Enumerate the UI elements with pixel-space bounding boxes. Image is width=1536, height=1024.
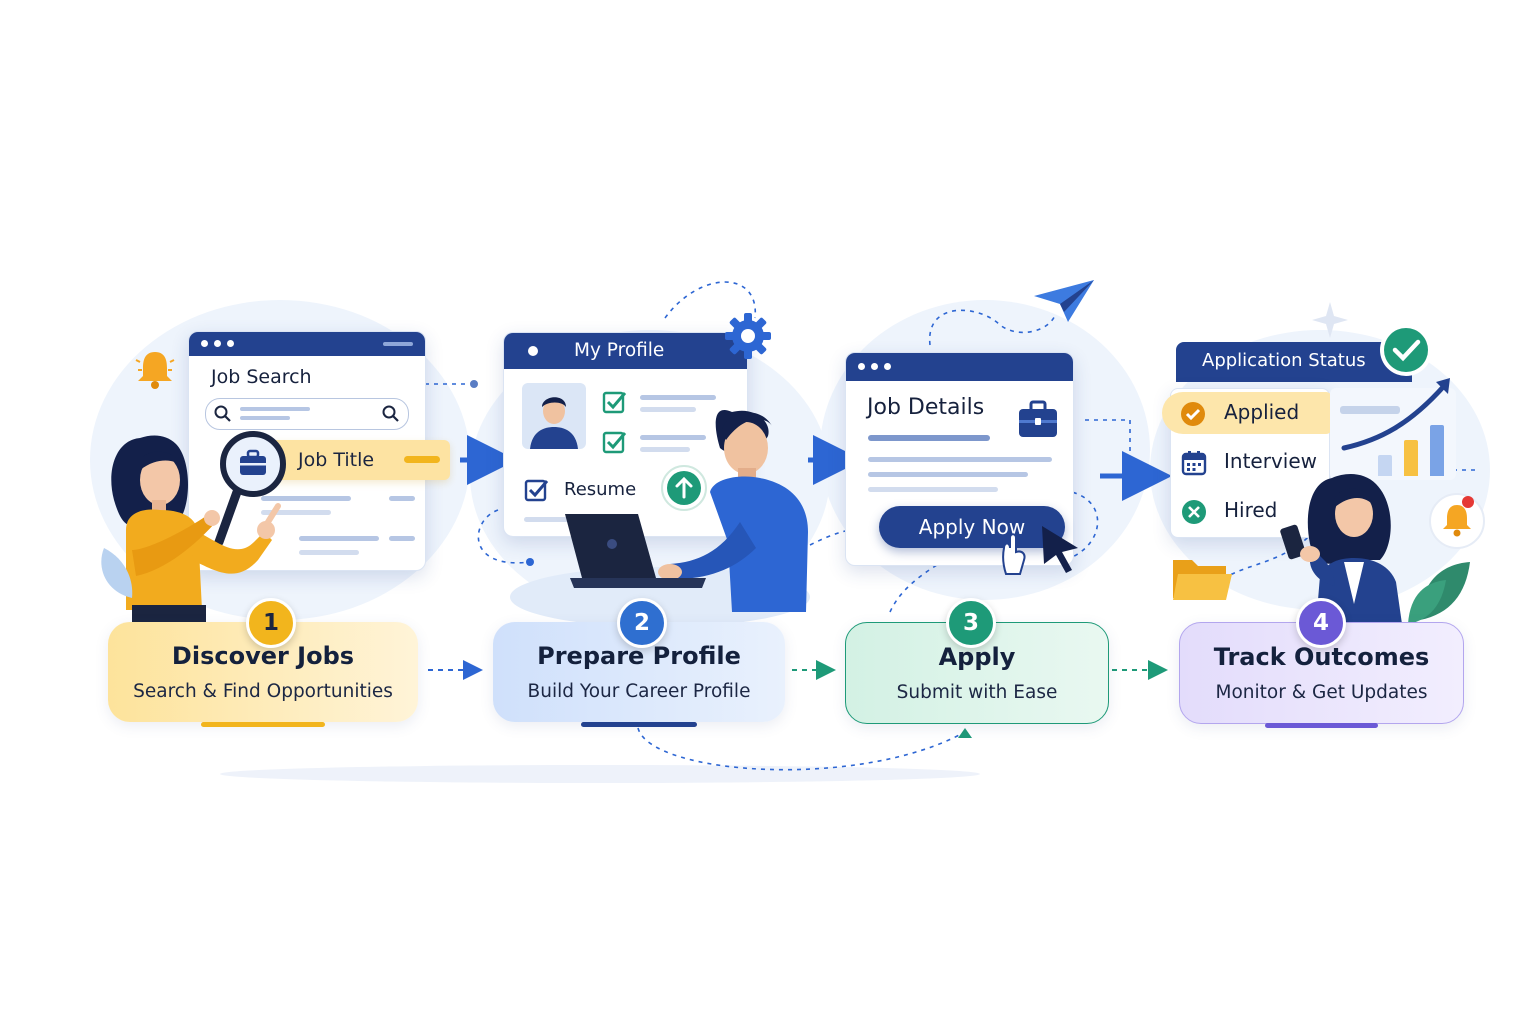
flow-arrows (428, 435, 1172, 680)
status-chart-bar (1404, 440, 1418, 476)
status-chart (1330, 388, 1456, 480)
avatar (522, 383, 586, 449)
step-subtitle: Submit with Ease (896, 682, 1058, 703)
step-badge-2: 2 (617, 598, 667, 648)
step-subtitle: Search & Find Opportunities (133, 681, 393, 702)
woman-searching-illustration (102, 435, 281, 625)
application-status-title: Application Status (1202, 350, 1366, 371)
upload-icon[interactable] (660, 464, 708, 512)
trend-arrow-icon (1341, 378, 1450, 451)
step-card-1: Discover Jobs Search & Find Opportunitie… (108, 622, 418, 727)
step-subtitle: Build Your Career Profile (527, 681, 751, 702)
notification-bell-icon (1429, 493, 1485, 549)
briefcase-icon (1019, 400, 1057, 437)
step-card-4: Track Outcomes Monitor & Get Updates (1179, 622, 1464, 728)
window-titlebar: My Profile (504, 333, 747, 369)
folder-icon (1173, 560, 1232, 600)
step-badge-4: 4 (1296, 598, 1346, 648)
magnifier-icon (214, 431, 286, 547)
status-item-interview[interactable]: Interview (1176, 442, 1326, 482)
check-circle-icon (1181, 402, 1205, 426)
status-chart-bar (1430, 425, 1444, 476)
job-search-input[interactable] (205, 398, 409, 430)
search-icon (214, 405, 231, 422)
man-with-laptop-illustration (510, 410, 810, 622)
resume-label: Resume (564, 479, 637, 500)
job-details-title: Job Details (867, 395, 985, 420)
checkbox-checked-icon (602, 391, 627, 414)
sparkle-icon (1312, 302, 1348, 338)
search-icon (382, 405, 399, 422)
bell-icon (135, 352, 175, 389)
status-item-hired[interactable]: Hired (1176, 490, 1326, 530)
woman-with-phone-illustration (1280, 474, 1470, 624)
connector-arrowhead (958, 728, 972, 738)
my-profile-title: My Profile (574, 340, 665, 361)
leaf-decoration (101, 548, 133, 598)
window-titlebar (846, 353, 1073, 381)
job-search-title: Job Search (211, 366, 312, 388)
step-badge-1: 1 (246, 598, 296, 648)
apply-now-button[interactable]: Apply Now (879, 506, 1065, 548)
status-label: Interview (1224, 449, 1317, 473)
paper-plane-icon (1034, 280, 1094, 322)
step-title: Apply (938, 643, 1016, 671)
status-chart-bar (1378, 455, 1392, 476)
gear-icon (725, 313, 771, 359)
my-profile-window: My Profile Resume (503, 332, 748, 537)
step-subtitle: Monitor & Get Updates (1215, 682, 1428, 703)
job-title-label: Job Title (298, 449, 375, 471)
cursor-icon (1002, 526, 1078, 575)
cross-circle-icon (1182, 500, 1206, 524)
calendar-icon (1181, 451, 1207, 476)
connector-dot (526, 558, 534, 566)
status-label: Hired (1224, 498, 1278, 522)
step-badge-3: 3 (946, 598, 996, 648)
status-item-applied[interactable]: Applied (1162, 392, 1332, 434)
job-title-result[interactable]: Job Title (262, 440, 450, 480)
checkbox-checked-icon (602, 431, 627, 454)
resume-checkbox-icon[interactable] (524, 477, 550, 503)
check-badge-icon (1380, 324, 1432, 376)
connector-dot (470, 380, 478, 388)
status-label: Applied (1224, 400, 1300, 424)
window-titlebar (189, 332, 425, 356)
application-status-header: Application Status (1176, 342, 1412, 382)
apply-now-label: Apply Now (918, 515, 1026, 539)
